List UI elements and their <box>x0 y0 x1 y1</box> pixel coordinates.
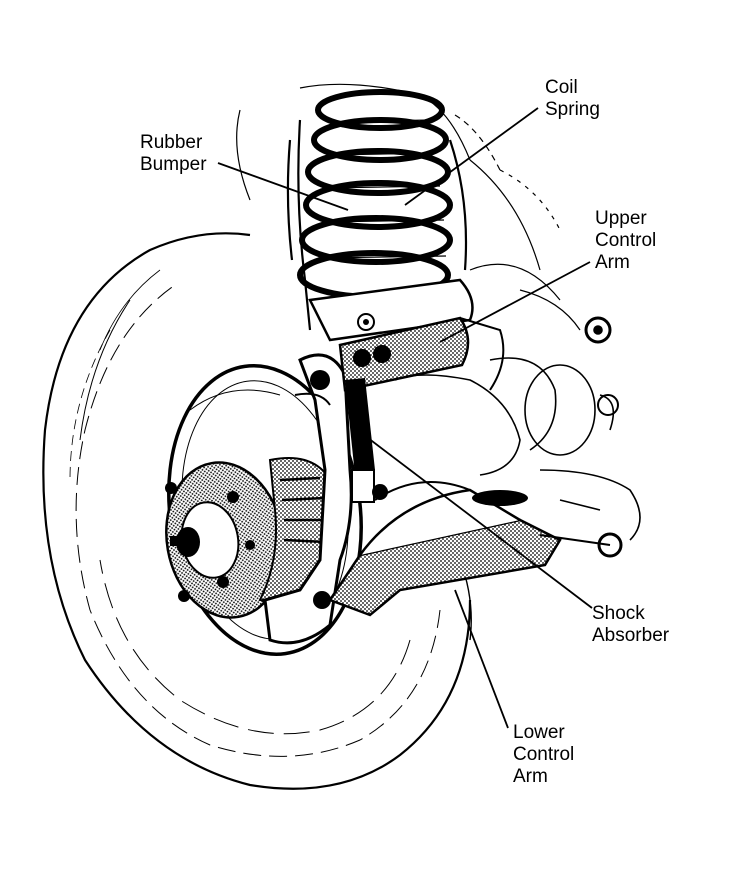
label-coil-spring: Coil Spring <box>545 77 600 120</box>
leader-upper-control-arm <box>439 261 591 343</box>
lower-control-arm <box>328 481 611 617</box>
shock-absorber <box>345 378 388 503</box>
upper-control-arm <box>338 316 505 392</box>
label-lower-control-arm: Lower Control Arm <box>513 722 575 787</box>
label-upper-control-arm: Upper Control Arm <box>595 208 657 273</box>
leader-lower-control-arm <box>454 589 509 729</box>
leader-shock-absorber <box>367 437 593 609</box>
leader-coil-spring <box>404 107 539 206</box>
steering-knuckle <box>263 353 353 645</box>
label-rubber-bumper: Rubber Bumper <box>140 132 207 175</box>
frame-crossmember <box>394 316 641 558</box>
coil-spring <box>297 89 453 300</box>
wheel-hub <box>165 461 285 619</box>
spring-tower <box>286 119 468 331</box>
leader-rubber-bumper <box>217 162 349 211</box>
spring-shading <box>317 119 447 259</box>
label-shock-absorber: Shock Absorber <box>592 603 670 646</box>
leader-lines <box>217 107 593 729</box>
